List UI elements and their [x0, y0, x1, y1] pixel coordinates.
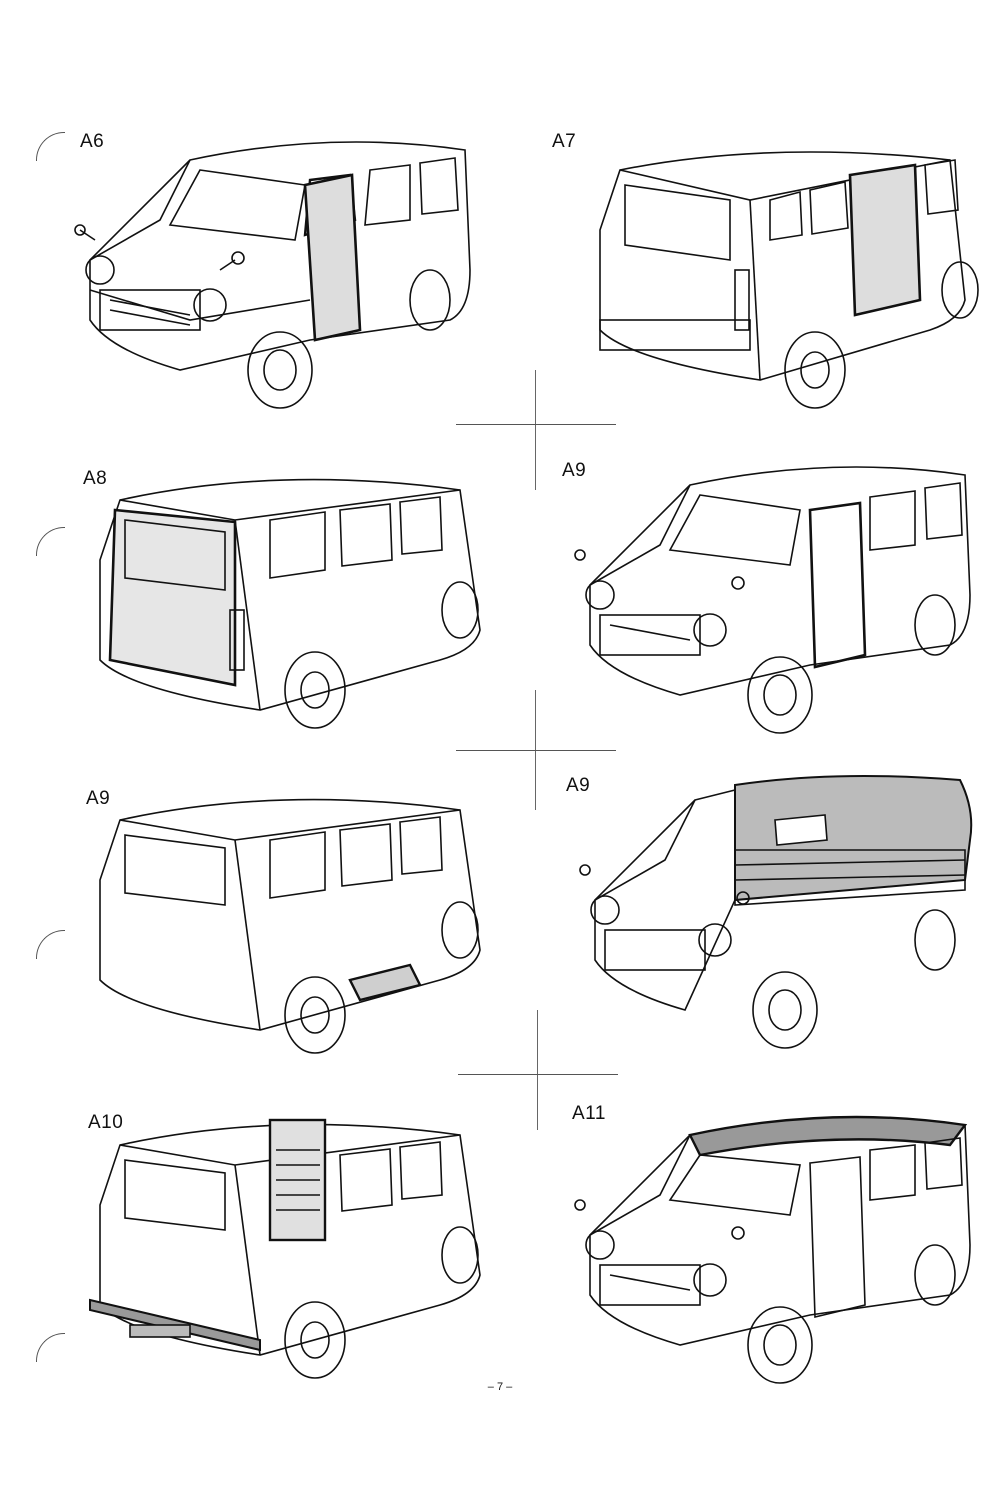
page-number: – 7 – — [487, 1381, 513, 1393]
figure-a9-van-front-sliding-door — [570, 455, 1000, 755]
figure-a7-van-rear-side-door — [570, 130, 1000, 430]
van-rear-view-icon — [99, 478, 481, 729]
center-divider-vertical — [535, 370, 536, 490]
van-rear-view-icon — [599, 151, 979, 409]
van-front-view-icon — [574, 466, 971, 734]
van-rear-view-icon — [89, 1118, 481, 1379]
van-rear-view-icon — [99, 798, 481, 1054]
figure-label-a7: A7 — [552, 131, 577, 152]
pickup-front-view-icon — [579, 775, 973, 1049]
van-front-view-icon — [74, 141, 471, 409]
figure-a8-van-rear-door — [80, 460, 510, 760]
figure-label-a8: A8 — [83, 468, 108, 489]
punch-hole-mark — [36, 930, 65, 959]
figure-label-a6: A6 — [80, 131, 105, 152]
van-front-view-icon — [574, 1115, 971, 1384]
figure-label-a9: A9 — [566, 775, 591, 796]
punch-hole-mark — [36, 527, 65, 556]
figure-label-a11: A11 — [572, 1103, 606, 1124]
figure-label-a9: A9 — [86, 788, 111, 809]
punch-hole-mark — [36, 132, 65, 161]
center-divider-vertical — [537, 1010, 538, 1130]
figure-a9-pickup-canopy — [575, 770, 1000, 1070]
figure-label-a10: A10 — [88, 1112, 124, 1133]
figure-a11-van-front-roof — [570, 1105, 1000, 1405]
center-divider-horizontal — [458, 1074, 618, 1075]
figure-a9-van-rear-step — [80, 780, 510, 1080]
center-divider-horizontal — [456, 750, 616, 751]
figure-a10-van-rear-ladder — [80, 1105, 510, 1405]
center-divider-horizontal — [456, 424, 616, 425]
punch-hole-mark — [36, 1333, 65, 1362]
figure-a6-van-front-side-door — [70, 130, 500, 430]
figure-label-a9: A9 — [562, 460, 587, 481]
